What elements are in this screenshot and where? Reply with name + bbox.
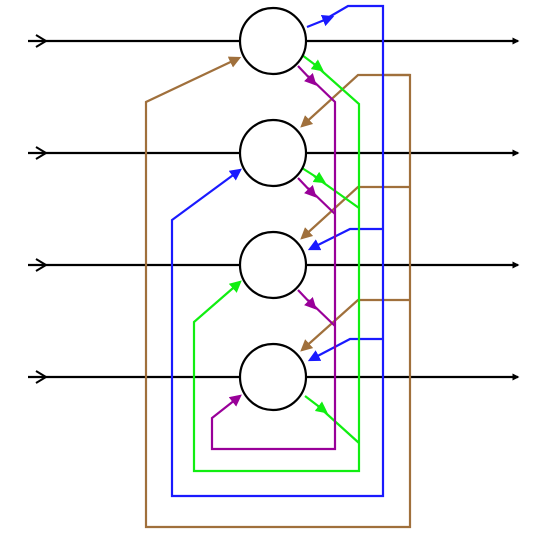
neuron-2 (238, 118, 308, 188)
input-arrow-1 (35, 34, 48, 48)
blue-to-node-4 (307, 337, 383, 362)
brown-to-node-2 (300, 73, 410, 128)
purple-feedback-paths (210, 65, 337, 451)
input-arrow-3 (35, 258, 48, 272)
input-arrow-2 (35, 146, 48, 160)
neuron-1 (238, 6, 308, 76)
green-link-2 (313, 175, 360, 209)
input-arrow-4 (35, 370, 48, 384)
neuron-4 (238, 342, 308, 412)
brown-to-node-4 (300, 298, 410, 352)
purple-link-2 (307, 187, 336, 215)
io-lines (28, 37, 520, 381)
purple-loop-outer (210, 75, 337, 451)
blue-loop-outer (170, 4, 385, 498)
brown-to-node-3 (300, 185, 410, 240)
blue-feedback-paths (170, 4, 385, 498)
green-feedback-paths (192, 54, 361, 473)
neurons (238, 6, 308, 412)
blue-to-node-3 (307, 227, 383, 251)
input-arrows (35, 34, 48, 384)
purple-link-3 (307, 299, 336, 327)
green-link-4 (317, 405, 360, 444)
neuron-3 (238, 230, 308, 300)
green-loop-outer (192, 63, 361, 473)
